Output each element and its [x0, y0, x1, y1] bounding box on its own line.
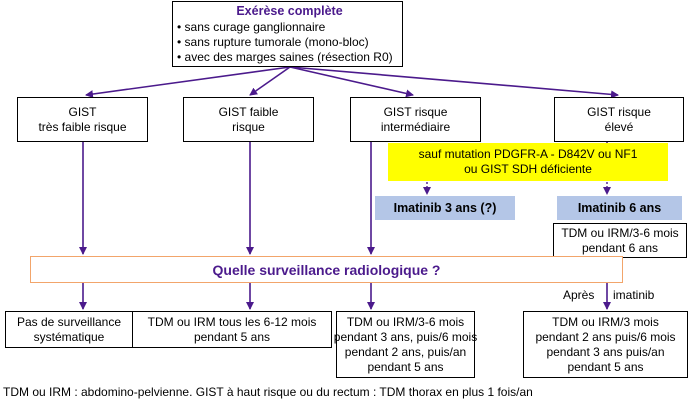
- excision-bullet-1: • sans curage ganglionnaire: [177, 19, 326, 34]
- bottom-line4: pendant 5 ans: [567, 359, 644, 374]
- surveillance-box-high: TDM ou IRM/3 mois pendant 2 ans puis/6 m…: [523, 311, 688, 378]
- imatinib-label: imatinib: [613, 288, 655, 302]
- excision-title: Exérèse complète: [236, 3, 343, 18]
- complete-excision-box: Exérèse complète • sans curage ganglionn…: [172, 1, 403, 67]
- footnote: TDM ou IRM : abdomino-pelvienne. GIST à …: [3, 385, 533, 399]
- risk-box-intermediate: GIST risque intermédiaire: [350, 97, 481, 142]
- mutation-line1: sauf mutation PDGFR-A - D842V ou NF1: [418, 147, 638, 161]
- high-risk-imaging-box: TDM ou IRM/3-6 mois pendant 6 ans: [553, 223, 687, 258]
- bottom-line3: pendant 2 ans, puis/an: [344, 344, 467, 359]
- bottom-line1: TDM ou IRM tous les 6-12 mois: [147, 314, 317, 329]
- risk-box-very-low: GIST très faible risque: [17, 97, 148, 142]
- bottom-line2: pendant 3 ans, puis/6 mois: [333, 329, 478, 344]
- risk-label-line2: intermédiaire: [380, 119, 451, 134]
- risk-label-line1: GIST risque: [383, 104, 448, 119]
- surveillance-box-low: TDM ou IRM tous les 6-12 mois pendant 5 …: [132, 311, 332, 348]
- excision-bullet-2: • sans rupture tumorale (mono-bloc): [177, 34, 369, 49]
- tdm6-line1: TDM ou IRM/3-6 mois: [561, 225, 679, 240]
- imatinib-3-years-box: Imatinib 3 ans (?): [375, 196, 515, 220]
- mutation-line2: ou GIST SDH déficiente: [464, 162, 592, 176]
- risk-label-line2: risque: [232, 119, 265, 134]
- arrow-top-to-risk-1: [85, 66, 291, 99]
- bottom-line1: TDM ou IRM/3 mois: [552, 314, 659, 329]
- risk-label-line2: élevé: [604, 119, 634, 134]
- risk-label-line1: GIST risque: [587, 104, 651, 119]
- excision-bullet-3: • avec des marges saines (résection R0): [177, 49, 393, 64]
- surveillance-box-intermediate: TDM ou IRM/3-6 mois pendant 3 ans, puis/…: [333, 311, 478, 378]
- risk-label-line2: très faible risque: [38, 119, 127, 134]
- mutation-exception-box: sauf mutation PDGFR-A - D842V ou NF1 ou …: [388, 143, 668, 181]
- risk-label-line1: GIST faible: [218, 104, 279, 119]
- bottom-line2: pendant 2 ans puis/6 mois: [535, 329, 676, 344]
- after-label: Après: [563, 288, 595, 302]
- bottom-line3: pendant 3 ans puis/an: [546, 344, 665, 359]
- surveillance-box-very-low: Pas de surveillance systématique: [5, 311, 133, 348]
- risk-label-line1: GIST: [68, 104, 97, 119]
- imatinib-6-years-box: Imatinib 6 ans: [557, 196, 682, 220]
- bottom-line2: systématique: [33, 329, 105, 344]
- arrow-top-to-risk-3: [289, 66, 414, 98]
- arrow-top-to-risk-4: [289, 66, 619, 99]
- tdm6-line2: pendant 6 ans: [581, 240, 659, 255]
- bottom-line1: Pas de surveillance: [16, 314, 122, 329]
- risk-box-high: GIST risque élevé: [554, 97, 684, 142]
- risk-box-low: GIST faible risque: [183, 97, 314, 142]
- bottom-line1: TDM ou IRM/3-6 mois: [346, 314, 465, 329]
- surveillance-question-bar: Quelle surveillance radiologique ?: [30, 256, 623, 283]
- bottom-line2: pendant 5 ans: [193, 329, 271, 344]
- bottom-line4: pendant 5 ans: [367, 359, 444, 374]
- arrow-top-to-risk-2: [249, 66, 291, 96]
